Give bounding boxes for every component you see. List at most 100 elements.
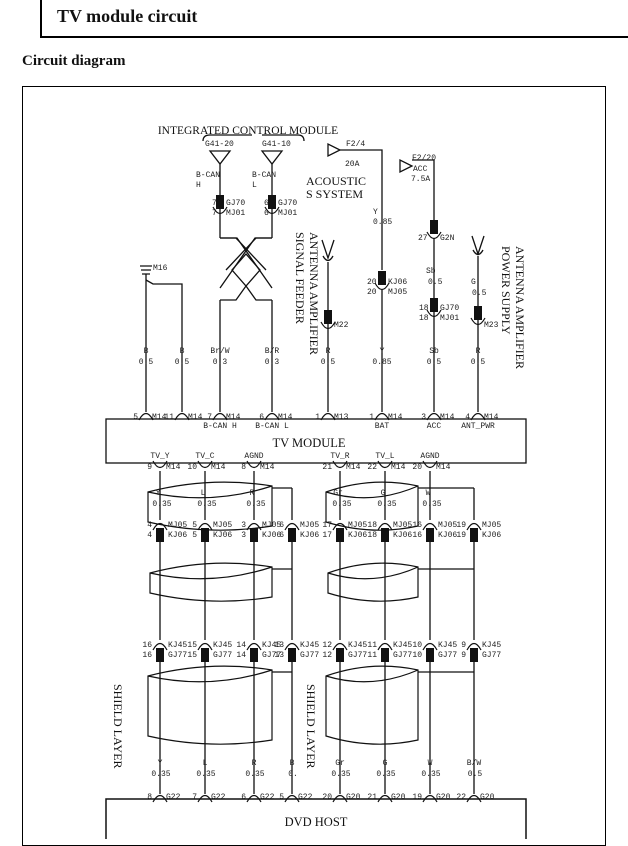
kj06-name: KJ06 (213, 531, 232, 540)
mj05-pin: 18 (367, 521, 377, 530)
kj45-name: KJ45 (300, 641, 319, 650)
title-box (40, 0, 628, 38)
cable-shield-1-mid (149, 562, 273, 602)
dvd-pin: 7 (192, 793, 197, 802)
mj05-pin: 5 (192, 521, 197, 530)
tv-module-bottom-signal: TV_L (375, 452, 394, 461)
mj05-20-name: MJ05 (388, 288, 407, 297)
gj77-name: GJ77 (168, 651, 187, 660)
ant-feeder-label-2: SIGNAL FEEDER (293, 232, 307, 324)
ground-symbol (140, 265, 152, 275)
dvd-socket (152, 794, 168, 803)
m22-socket (320, 321, 336, 330)
mj01-6-pin: 6 (264, 209, 269, 218)
tv-module-bottom-pin: 9 (147, 463, 152, 472)
mj05-socket (377, 522, 393, 531)
tv-module-top-conn: M14 (226, 413, 241, 422)
tv-module-bottom-pin: 21 (322, 463, 332, 472)
cable-shield-2-lower (325, 665, 419, 745)
dvd-pin: 8 (147, 793, 152, 802)
kj06-20-block (378, 271, 386, 285)
kj06-block (426, 528, 434, 542)
gj77-block (470, 648, 478, 662)
kj45-name: KJ45 (438, 641, 457, 650)
tv-module-top-conn: M14 (152, 413, 167, 422)
kj45-pin: 14 (236, 641, 246, 650)
kj06-block (470, 528, 478, 542)
mj01-18-name: MJ01 (440, 314, 459, 323)
tv-module-bottom-socket (377, 460, 393, 469)
mj01-7-name: MJ01 (226, 209, 245, 218)
dvd-conn: G20 (391, 793, 406, 802)
cable-wire-size: 0.35 (197, 500, 216, 509)
twist-lines (219, 237, 273, 289)
kj45-name: KJ45 (213, 641, 232, 650)
dvd-wire-size: 0.35 (421, 770, 440, 779)
tv-module-top-pin: 5 (133, 413, 138, 422)
tv-module-top-socket (212, 412, 228, 421)
tv-module-bottom-socket (197, 460, 213, 469)
sb-top-size: 0.5 (428, 278, 443, 287)
mj01-18-pin: 18 (419, 314, 429, 323)
tv-module-top-pin: 3 (421, 413, 426, 422)
cable-wire-color: W (426, 489, 431, 498)
ant-power-label-1: ANTENNA AMPLIFIER (513, 246, 527, 369)
gj77-pin: 9 (461, 651, 466, 660)
kj06-name: KJ06 (438, 531, 457, 540)
upper-wire-size: 0.5 (427, 358, 442, 367)
dvd-wire-color: B/W (467, 759, 482, 768)
g2n-pin: 27 (418, 234, 428, 243)
kj06-pin: 18 (367, 531, 377, 540)
upper-wire-color: Br/W (210, 347, 229, 356)
tv-module-bottom-conn: M14 (436, 463, 451, 472)
ground-label: M16 (153, 264, 168, 273)
cable-shield-2-mid (327, 562, 419, 602)
gj77-name: GJ77 (300, 651, 319, 660)
kj06-block (288, 528, 296, 542)
upper-wire-size: 0.85 (372, 358, 391, 367)
wire-acc-top (412, 159, 435, 220)
tv-module-top-conn: M13 (334, 413, 349, 422)
mj05-pin: 17 (322, 521, 332, 530)
antenna-power-symbol (471, 235, 485, 257)
shield-left-label: SHIELD LAYER (111, 684, 125, 769)
y085-color: Y (373, 208, 378, 217)
tv-module-bottom-signal: AGND (420, 452, 439, 461)
kj45-name: KJ45 (482, 641, 501, 650)
cable-wire-color: R (250, 489, 255, 498)
tv-module-top-conn: M14 (388, 413, 403, 422)
mj05-20-pin: 20 (367, 288, 377, 297)
section-title: Circuit diagram (22, 53, 126, 69)
g05-size: 0.5 (472, 289, 487, 298)
gj77-block (250, 648, 258, 662)
fuse1-rating: 20A (345, 160, 360, 169)
dvd-conn: G20 (436, 793, 451, 802)
mj05-socket (466, 522, 482, 531)
dvd-conn: G20 (346, 793, 361, 802)
kj06-block (156, 528, 164, 542)
kj45-name: KJ45 (393, 641, 412, 650)
dvd-wire-size: 0. (288, 770, 298, 779)
kj45-socket (377, 642, 393, 651)
mj05-socket (332, 522, 348, 531)
g05-color: G (471, 278, 476, 287)
mj01-7-socket (212, 206, 228, 215)
wires (140, 134, 485, 412)
upper-wire-color: R (326, 347, 331, 356)
mj05-name: MJ05 (213, 521, 232, 530)
mj05-name: MJ05 (168, 521, 187, 530)
tv-module-top-socket (138, 412, 154, 421)
upper-wire-color: B (144, 347, 149, 356)
gj77-pin: 14 (236, 651, 246, 660)
tv-module-bottom-signal: TV_C (195, 452, 214, 461)
mj05-socket (152, 522, 168, 531)
upper-wire-size: 0.5 (471, 358, 486, 367)
tv-module-top-socket (426, 412, 442, 421)
dvd-wire-size: 0.5 (468, 770, 483, 779)
tv-module-bottom-signal: TV_Y (150, 452, 169, 461)
dvd-pin: 20 (322, 793, 332, 802)
tv-module-bottom-pin: 10 (187, 463, 197, 472)
sb-top-color: Sb (426, 267, 436, 276)
mj01-6-socket (264, 206, 280, 215)
twist-upper (220, 237, 272, 271)
